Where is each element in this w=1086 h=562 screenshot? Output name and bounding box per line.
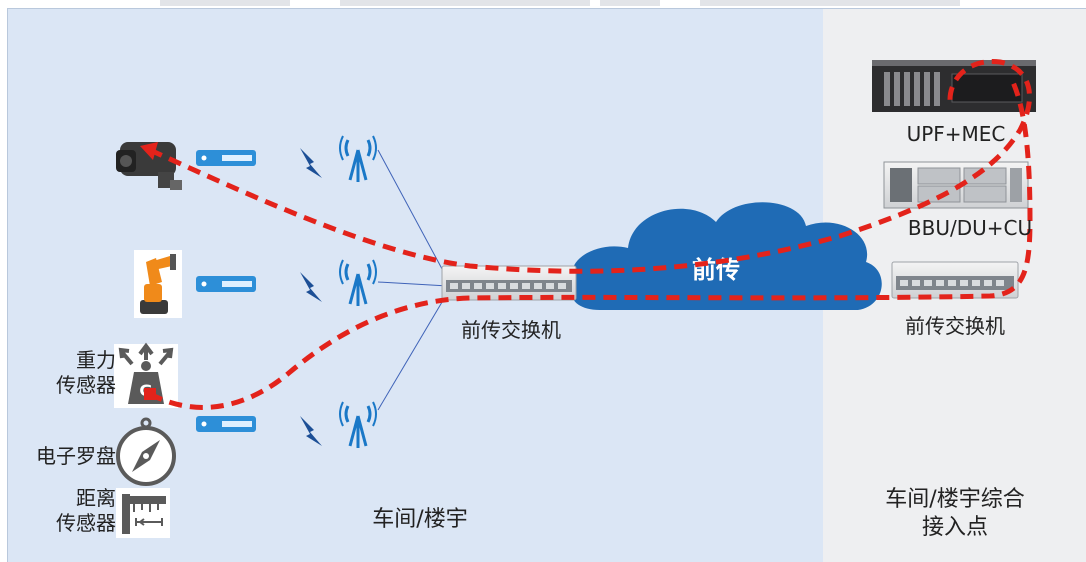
ruler-icon	[116, 488, 170, 538]
cpe-modem-icon	[196, 416, 256, 432]
camera-icon	[116, 142, 182, 190]
bbu-du-cu-label: BBU/DU+CU	[907, 216, 1033, 240]
antenna-icon	[339, 401, 377, 448]
cpe-modem-icon	[196, 150, 256, 166]
path-endpoint	[144, 388, 156, 400]
access-point-label-line1: 车间/楼宇综合	[885, 487, 1025, 512]
distance-sensor-label-line1: 距离	[76, 486, 116, 510]
data-paths	[148, 58, 1033, 410]
distance-sensor-label: 距离 传感器	[30, 486, 116, 536]
wireless-signal-icon	[300, 148, 322, 178]
access-point-label-line2: 接入点	[921, 514, 988, 540]
upf-mec-label: UPF+MEC	[906, 122, 1006, 146]
cpe-modem-icon	[196, 276, 256, 292]
compass-label: 电子罗盘	[36, 444, 116, 468]
data-path-camera	[148, 58, 1032, 274]
arrow-head-icon	[140, 142, 158, 160]
antenna-icon	[339, 135, 377, 182]
gravity-sensor-label: 重力 传感器	[30, 348, 116, 398]
switch-icon	[891, 261, 1019, 299]
fronthaul-cloud: 前传	[571, 202, 882, 310]
data-path-gravity-sensor	[148, 78, 1033, 410]
robot-arm-icon	[134, 250, 182, 318]
radio-links	[377, 149, 449, 411]
gravity-sensor-label-line1: 重力	[76, 348, 116, 372]
access-point-zone-label: 车间/楼宇综合 接入点	[850, 486, 1060, 541]
wireless-signal-icon	[300, 416, 322, 446]
wireless-signal-icon	[300, 272, 322, 302]
workshop-zone-label: 车间/楼宇	[372, 507, 468, 532]
distance-sensor-label-line2: 传感器	[56, 511, 116, 535]
antenna-icon	[339, 259, 377, 306]
local-switch-label: 前传交换机	[461, 318, 561, 342]
compass-icon	[116, 417, 176, 486]
bbu-device-icon	[883, 161, 1029, 209]
remote-switch-label: 前传交换机	[905, 314, 1005, 338]
switch-icon	[441, 265, 577, 301]
gravity-sensor-label-line2: 传感器	[56, 373, 116, 397]
server-icon	[872, 60, 1036, 112]
